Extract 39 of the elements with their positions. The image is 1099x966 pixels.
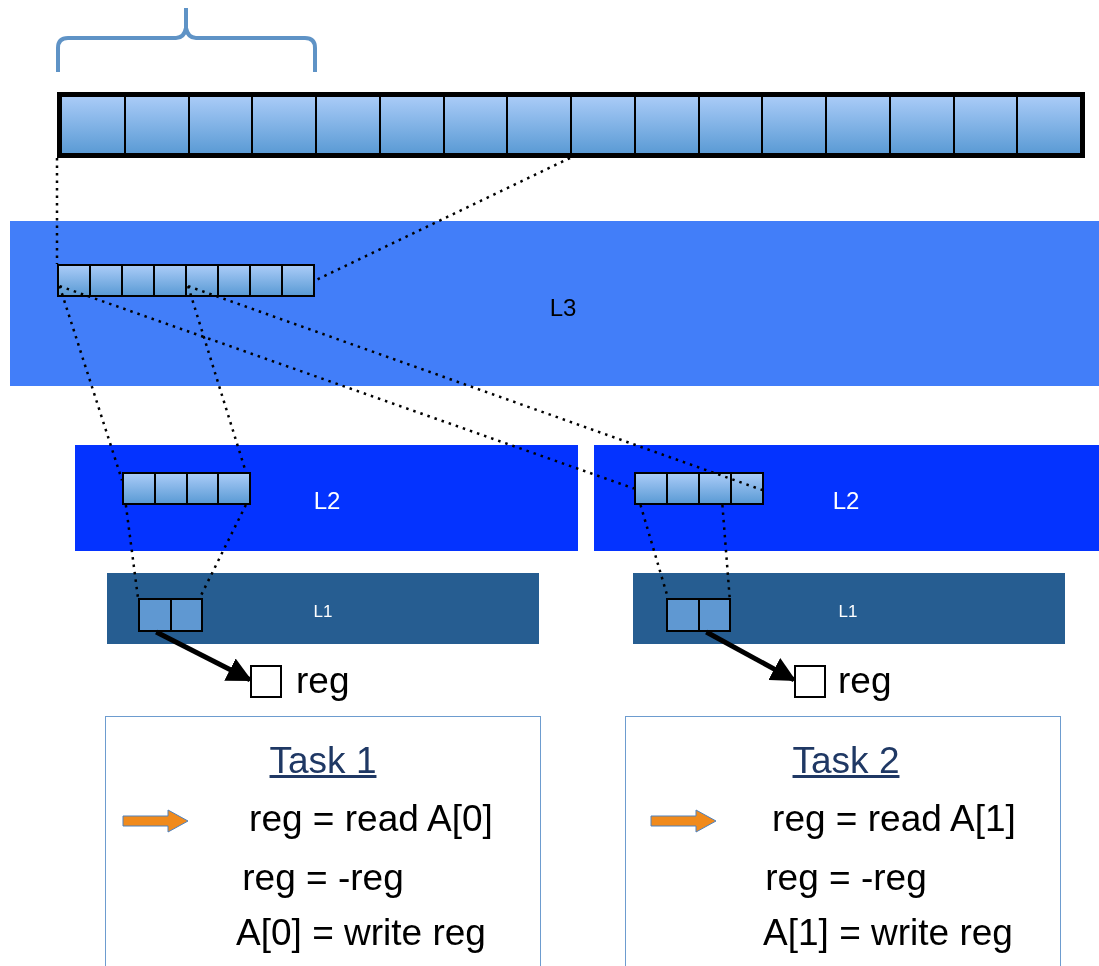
cache-band	[594, 445, 1099, 551]
task-panel	[105, 716, 541, 966]
code-line: reg = read A[1]	[772, 798, 1016, 840]
code-line: A[0] = write reg	[236, 912, 486, 954]
cache-band	[107, 573, 539, 644]
cache-label: L2	[313, 487, 341, 515]
cache-band	[10, 221, 1099, 386]
arrow	[705, 629, 797, 683]
task-title: Task 2	[792, 740, 900, 782]
code-line: reg = read A[0]	[249, 798, 493, 840]
cache-band	[75, 445, 578, 551]
dotted-connector	[55, 158, 59, 264]
cache-line-bar	[666, 598, 731, 632]
cache-line-bar	[634, 472, 764, 505]
dotted-connector	[59, 284, 635, 490]
dotted-connector	[187, 284, 764, 492]
register-box	[250, 665, 282, 698]
dotted-connector	[58, 285, 124, 481]
task-panel	[625, 716, 1061, 966]
cache-line-bar	[122, 472, 251, 505]
cache-line-bar	[57, 264, 315, 297]
cache-label: L2	[832, 487, 860, 515]
register-label: reg	[838, 660, 892, 702]
task-title: Task 1	[269, 740, 377, 782]
code-line: reg = -reg	[242, 857, 404, 899]
cache-label: L3	[549, 294, 577, 322]
dotted-connector	[314, 156, 571, 282]
code-line: reg = -reg	[765, 857, 927, 899]
dotted-connector	[721, 504, 731, 599]
cache-band	[633, 573, 1065, 644]
cache-label: L1	[838, 602, 858, 622]
register-label: reg	[296, 660, 350, 702]
register-box	[794, 665, 826, 698]
arrow	[155, 629, 253, 683]
cache-line-bar	[138, 598, 203, 632]
memory-array-bar	[57, 92, 1085, 158]
dotted-connector	[124, 504, 140, 599]
code-line: A[1] = write reg	[763, 912, 1013, 954]
cache-label: L1	[313, 602, 333, 622]
